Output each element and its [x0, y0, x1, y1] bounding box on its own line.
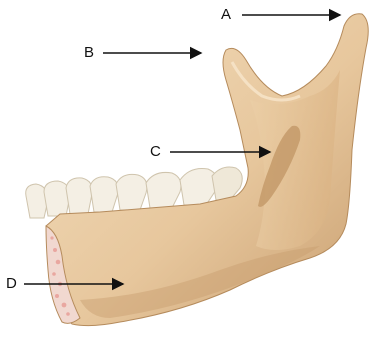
tooth-4: [90, 177, 118, 212]
tooth-7: [180, 168, 218, 205]
tooth-3: [66, 178, 92, 214]
label-d: D: [6, 276, 17, 291]
label-c: C: [150, 144, 161, 159]
label-a: A: [221, 7, 231, 22]
tooth-6: [146, 172, 181, 208]
tooth-5: [116, 174, 147, 210]
label-b: B: [84, 45, 94, 60]
